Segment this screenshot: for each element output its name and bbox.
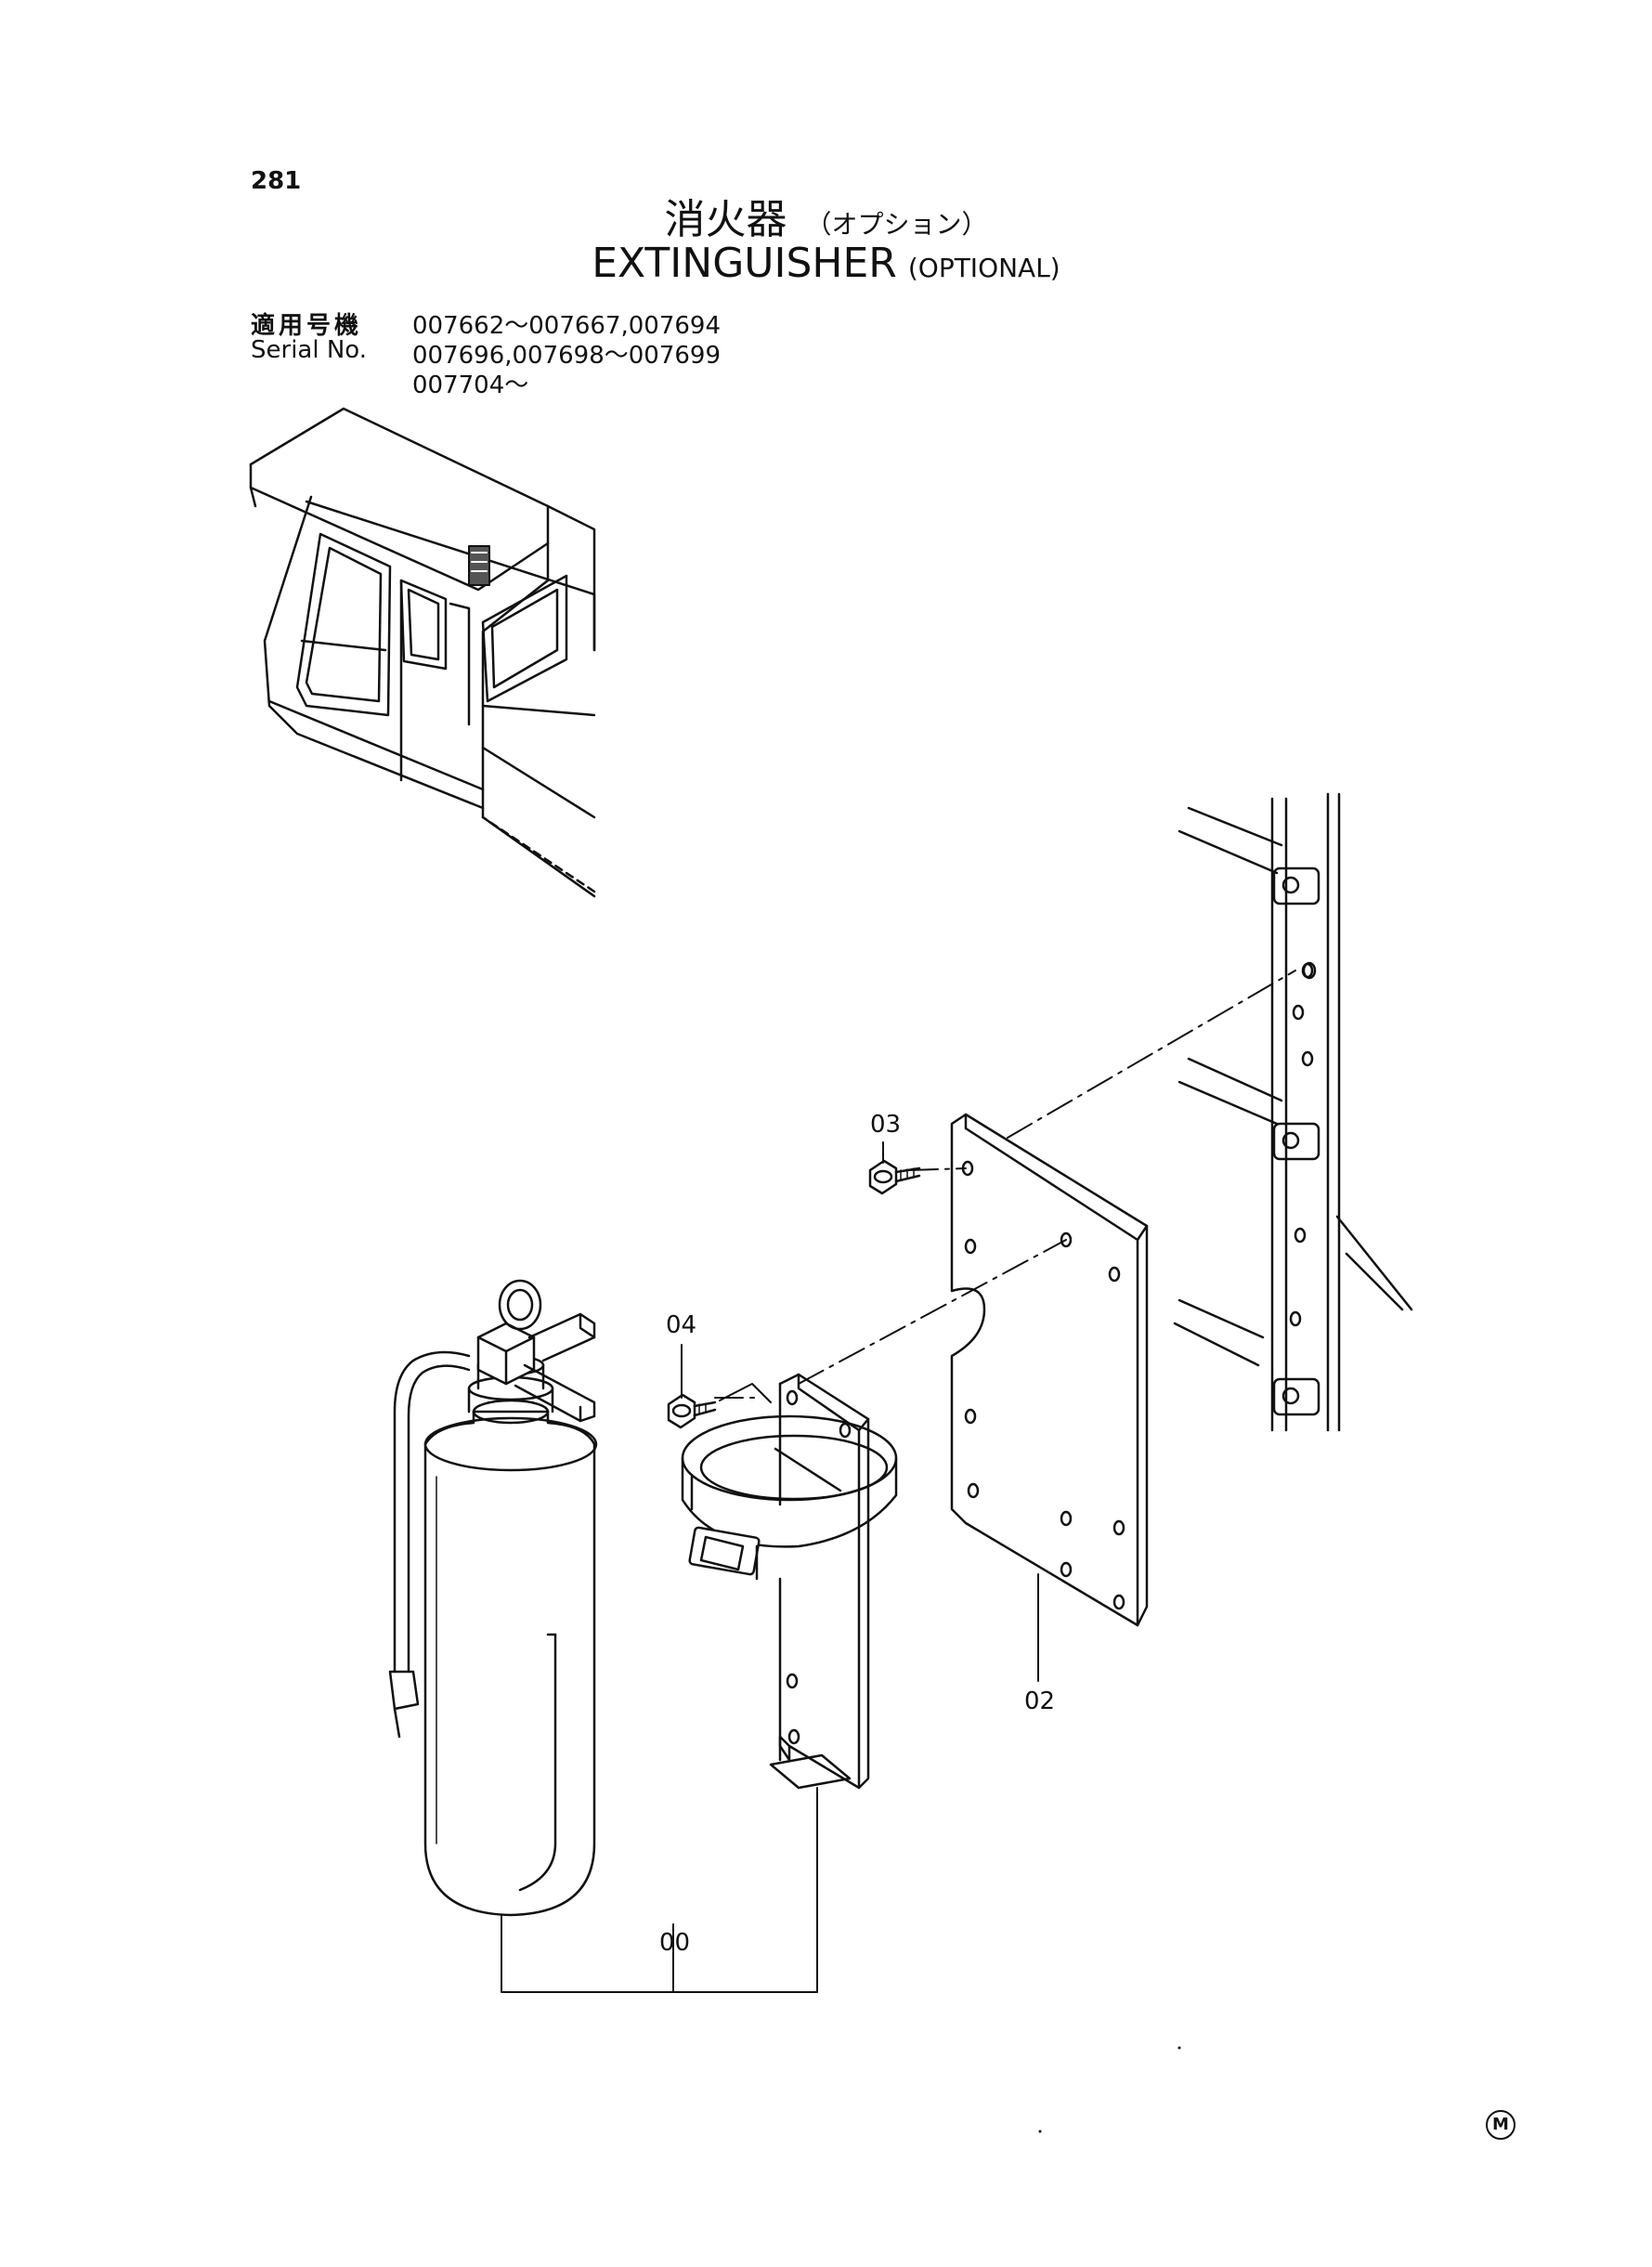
wall-mount-hole — [1302, 961, 1317, 980]
callout-04: 04 — [666, 1311, 697, 1339]
page-number: 281 — [251, 167, 302, 195]
bolt-03 — [868, 1159, 921, 1195]
bracket-holes — [786, 1389, 852, 1745]
fire-extinguisher — [388, 1279, 598, 1917]
wall-holes — [1289, 962, 1314, 1327]
serial-label-english: Serial No. — [251, 336, 367, 364]
serial-label-japanese: 適用号機 — [251, 312, 363, 340]
callout-02: 02 — [1024, 1687, 1056, 1715]
title-jp-sub: （オプション） — [805, 209, 988, 240]
callout-00: 00 — [659, 1929, 691, 1957]
title-english: EXTINGUISHER (OPTIONAL) — [0, 240, 1652, 287]
speck — [1177, 2046, 1181, 2050]
title-en-sub: (OPTIONAL) — [907, 253, 1060, 283]
speck — [1038, 2130, 1042, 2133]
cab-wall — [1173, 792, 1413, 1432]
serial-range: 007662～007667,007694 — [412, 312, 722, 340]
hinge-bracket — [1272, 1122, 1320, 1161]
title-en-main: EXTINGUISHER — [592, 240, 897, 287]
leader-lines — [501, 1141, 1039, 1993]
corner-mark-m: M — [1486, 2110, 1515, 2140]
bolt-04 — [667, 1383, 772, 1429]
extinguisher-bracket — [681, 1373, 898, 1790]
serial-range: 007704～ — [412, 371, 529, 399]
hinge-bracket — [1272, 1377, 1320, 1416]
assembly-lines — [714, 970, 1296, 1399]
mounting-plate — [950, 1113, 1149, 1627]
callout-03: 03 — [870, 1111, 902, 1139]
hinge-bracket — [1272, 866, 1320, 905]
cab-overview — [249, 407, 596, 898]
title-jp-main: 消火器 — [664, 196, 787, 243]
plate-holes — [961, 1160, 1125, 1610]
serial-range: 007696,007698～007699 — [412, 342, 722, 370]
title-japanese: 消火器 （オプション） — [0, 186, 1652, 245]
